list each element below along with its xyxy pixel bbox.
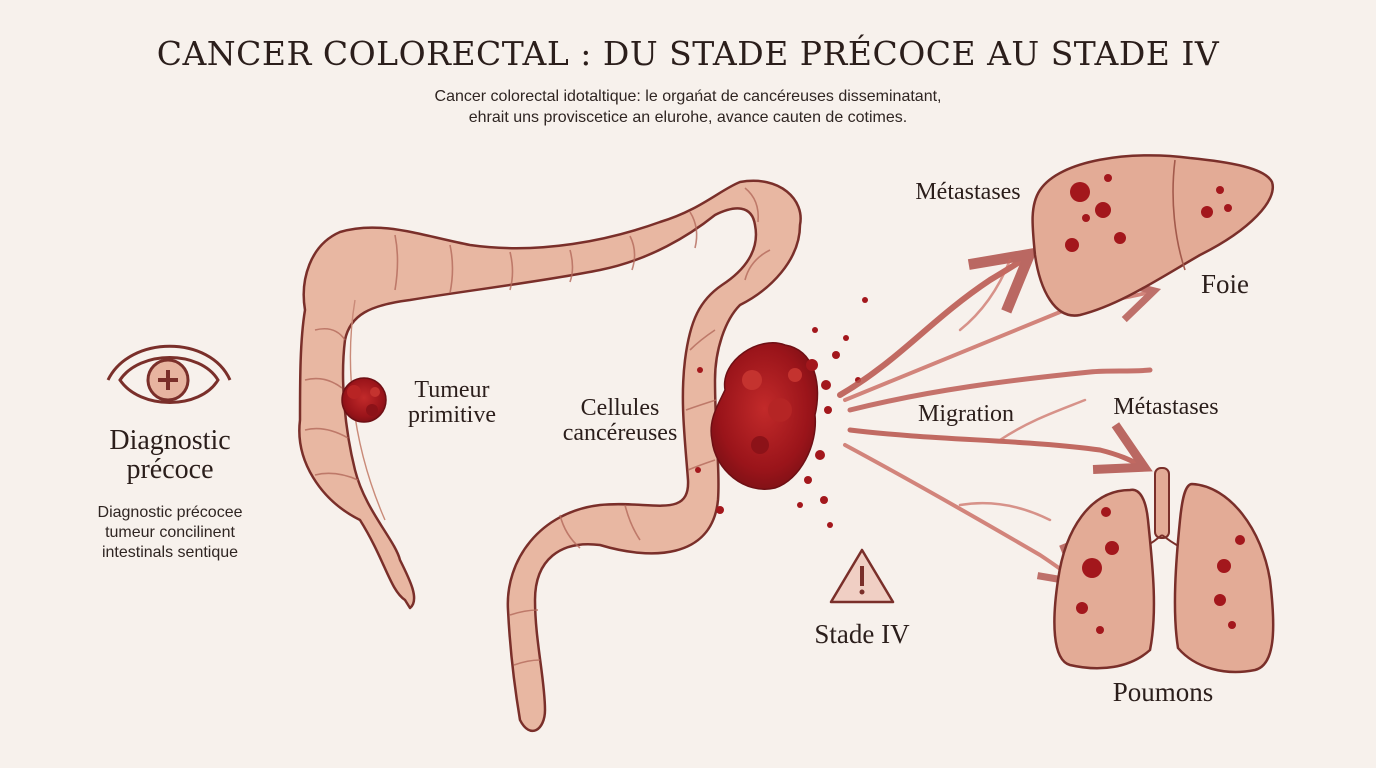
warning-icon	[829, 548, 895, 604]
page-subtitle: Cancer colorectal idotaltique: le orgań…	[330, 86, 1046, 128]
subtitle-line-1: Cancer colorectal idotaltique: le orgań…	[434, 88, 942, 105]
left-lung	[1053, 488, 1156, 670]
label-cellules-line-2: cancéreuses	[562, 420, 678, 447]
label-cellules-cancereuses: Cellules cancéreuses	[550, 395, 690, 447]
label-tumeur-line-2: primitive	[408, 402, 496, 429]
scattered-cells	[695, 297, 868, 528]
primary-tumor	[341, 377, 387, 423]
liver	[1031, 154, 1275, 317]
label-migration: Migration	[918, 401, 1014, 427]
label-metastases-liver: Métastases	[915, 179, 1021, 205]
right-lung	[1173, 482, 1275, 674]
label-metastases-lungs: Métastases	[1113, 394, 1219, 420]
diagnostic-title-line-2: précoce	[126, 454, 214, 486]
diagnostic-title-line-1: Diagnostic	[109, 425, 231, 456]
lungs	[1053, 467, 1275, 674]
subtitle-line-2: ehrait uns proviscetice an elurohe, avan…	[468, 109, 908, 126]
colon	[298, 179, 802, 733]
label-poumons: Poumons	[1112, 677, 1214, 707]
diagnostic-title: Diagnostic précoce	[60, 426, 280, 485]
cancer-cell-mass	[710, 342, 819, 490]
label-foie: Foie	[1200, 269, 1249, 299]
page-title: CANCER COLORECTAL : DU STADE PRÉCOCE AU …	[156, 34, 1220, 73]
label-stade-iv: Stade IV	[814, 619, 910, 649]
label-tumeur-line-1: Tumeur	[414, 377, 490, 403]
diagnostic-desc-line-2: tumeur concilinent	[105, 524, 235, 541]
diagnostic-description: Diagnostic précocee tumeur concilinent i…	[60, 503, 280, 563]
migration-vessels	[837, 247, 1162, 588]
eye-plus-icon	[106, 344, 232, 404]
label-tumeur-primitive: Tumeur primitive	[400, 377, 504, 429]
colon-body	[298, 179, 802, 733]
diagnostic-desc-line-3: intestinals sentique	[101, 544, 239, 561]
label-cellules-line-1: Cellules	[580, 395, 660, 421]
diagnostic-desc-line-1: Diagnostic précocee	[97, 504, 243, 521]
